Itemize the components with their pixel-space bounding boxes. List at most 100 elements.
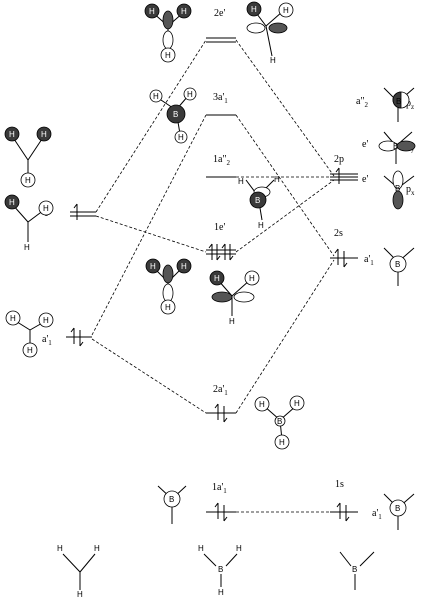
mo-1a1-sketch: B [157, 485, 187, 524]
svg-text:B: B [395, 260, 400, 269]
svg-text:H: H [218, 588, 224, 597]
label-b-2p: 2p [334, 154, 344, 165]
svg-text:B: B [218, 565, 223, 574]
corr-2a1-to-2s [235, 259, 335, 414]
h-orbital-dark [145, 258, 161, 274]
label-3a1: 3a'1 [213, 92, 228, 105]
svg-text:H: H [181, 262, 187, 271]
svg-text:H: H [150, 262, 156, 271]
h-orbital [244, 270, 260, 286]
h-orbital-dark [4, 126, 20, 142]
label-b-2s: 2s [334, 228, 343, 239]
electron-down-icon [79, 330, 84, 347]
mo-1e-sketch-1: H H H [145, 258, 192, 315]
svg-text:B: B [352, 565, 357, 574]
boron-1s-sketch: B [383, 493, 415, 530]
svg-text:H: H [198, 544, 204, 553]
svg-text:H: H [41, 130, 47, 139]
b-orbital [389, 499, 407, 517]
corr-ligand-e-to-1e [95, 215, 207, 253]
svg-text:H: H [283, 6, 289, 15]
label-b-px: px [406, 184, 415, 197]
svg-text:H: H [25, 176, 31, 185]
electron-down-icon [229, 244, 234, 261]
svg-text:H: H [77, 590, 83, 599]
ligand-a1-orbital-sketch: H H H [5, 310, 54, 358]
electron-up-icon [214, 502, 219, 519]
h-orbital [174, 130, 188, 144]
h-orbital-dark [246, 1, 262, 17]
svg-text:H: H [149, 7, 155, 16]
boron-pz-sketch: B [383, 87, 415, 122]
electron-up-icon [208, 243, 213, 260]
svg-text:H: H [294, 399, 300, 408]
svg-text:H: H [27, 346, 33, 355]
p-lobe [392, 170, 404, 190]
svg-text:H: H [274, 175, 280, 184]
p-lobe-dark [162, 10, 174, 30]
label-1a2pp: 1a"2 [213, 154, 231, 167]
svg-text:H: H [57, 544, 63, 553]
p-lobe [246, 22, 266, 34]
h-orbital-dark [4, 194, 20, 210]
p-lobe [233, 291, 255, 303]
electron-up-icon [334, 248, 339, 265]
corr-1e-to-2p [235, 179, 335, 253]
label-1a1: 1a'1 [212, 482, 227, 495]
h-orbital-dark [144, 3, 160, 19]
h-orbital [278, 2, 294, 18]
corr-3a1-to-2s [235, 114, 335, 257]
mo-2e-sketch-2: H H H [246, 1, 294, 65]
p-lobe-dark [211, 291, 233, 303]
electron-up-icon [335, 167, 340, 184]
ligand-e-orbital-sketch-2: H H H [4, 194, 54, 252]
mo-2a1-sketch: H H B H [254, 395, 305, 450]
p-lobe [162, 30, 174, 50]
label-b-1s: 1s [335, 479, 344, 490]
label-b-a2pp: a"2 [356, 96, 369, 109]
p-lobe-dark [392, 190, 404, 210]
h-orbital [38, 312, 54, 328]
h-orbital [160, 47, 176, 63]
electron-down-icon [216, 244, 221, 261]
svg-text:H: H [251, 5, 257, 14]
electron-down-icon [343, 251, 348, 268]
h-orbital [38, 200, 54, 216]
b-orbital [389, 255, 407, 273]
ligand-e-orbital-sketch-1: H H H [4, 126, 52, 188]
electrons [70, 167, 350, 522]
svg-text:H: H [181, 7, 187, 16]
p-lobe-dark [396, 140, 416, 152]
svg-text:B: B [395, 504, 400, 513]
svg-text:H: H [229, 317, 235, 326]
corr-2e-to-2p [235, 39, 335, 177]
boron-fragment-structure: B [339, 551, 375, 590]
svg-text:H: H [279, 438, 285, 447]
p-lobe [162, 283, 174, 303]
h-orbital-dark [176, 3, 192, 19]
svg-text:B: B [395, 184, 400, 193]
svg-text:H: H [259, 400, 265, 409]
electron-up-icon [336, 502, 341, 519]
svg-text:H: H [9, 198, 15, 207]
svg-text:B: B [169, 495, 174, 504]
b-orbital-dark [166, 104, 186, 124]
svg-text:B: B [173, 110, 178, 119]
p-lobe-dark [268, 22, 288, 34]
svg-text:H: H [258, 221, 264, 230]
svg-text:H: H [236, 544, 242, 553]
h-orbital [183, 87, 197, 101]
svg-text:H: H [165, 303, 171, 312]
h-orbital [254, 396, 270, 412]
svg-text:H: H [178, 133, 184, 142]
boron-py-sketch: B [378, 131, 416, 164]
svg-text:B: B [277, 417, 282, 426]
mo-1a2pp-sketch: H H B H [238, 175, 280, 230]
svg-text:H: H [43, 316, 49, 325]
h-orbital [20, 172, 36, 188]
label-b-a1-2s: a'1 [364, 254, 374, 267]
mo-1e-sketch-2: H H H [209, 270, 260, 326]
h-orbital-dark [176, 258, 192, 274]
b-orbital [163, 490, 181, 508]
